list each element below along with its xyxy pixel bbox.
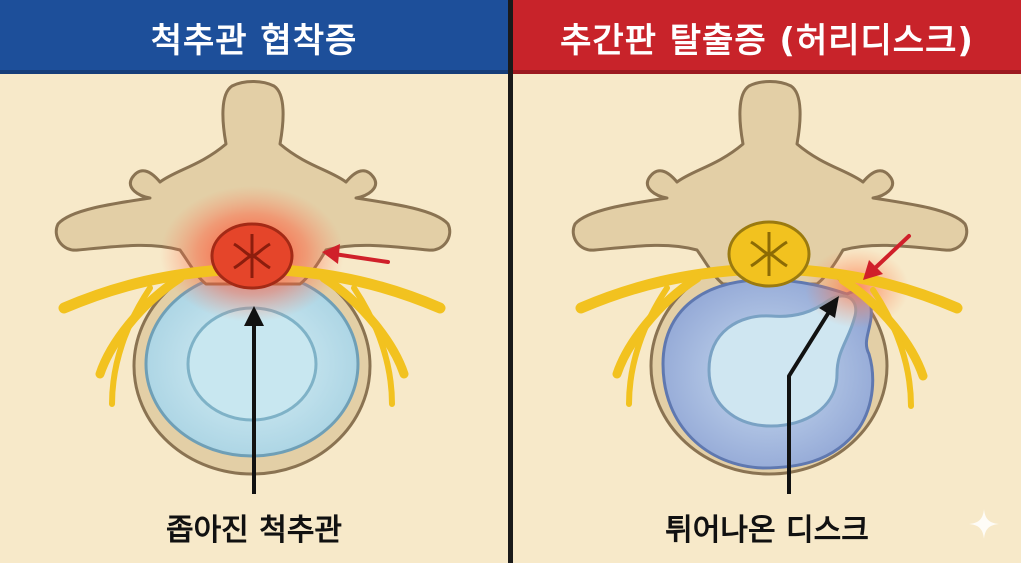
right-panel-title: 추간판 탈출증 (허리디스크) bbox=[560, 20, 974, 61]
spinal-cord-butterfly bbox=[233, 234, 271, 278]
right-caption: 튀어나온 디스크 bbox=[665, 513, 869, 548]
left-panel: 척추관 협착증 bbox=[0, 0, 508, 563]
spinal-stenosis-illustration bbox=[54, 80, 452, 494]
right-panel-header: 추간판 탈출증 (허리디스크) bbox=[513, 0, 1021, 74]
canal-pointer-arrow bbox=[244, 306, 264, 494]
right-panel: 추간판 탈출증 (허리디스크) bbox=[513, 0, 1021, 563]
spinal-cord-butterfly bbox=[750, 232, 788, 276]
panel-divider bbox=[508, 0, 513, 563]
nerve-roots bbox=[58, 264, 446, 407]
left-caption: 좁아진 척추관 bbox=[165, 513, 343, 548]
nerve-roots bbox=[575, 264, 963, 409]
compression-arrow bbox=[322, 244, 390, 264]
left-panel-title: 척추관 협착증 bbox=[150, 20, 358, 61]
disc-pointer-arrow bbox=[787, 296, 839, 494]
herniation-arrow bbox=[863, 234, 911, 280]
sparkle-icon bbox=[969, 509, 999, 539]
herniated-disc-illustration bbox=[571, 80, 969, 494]
left-panel-header: 척추관 협착증 bbox=[0, 0, 508, 74]
